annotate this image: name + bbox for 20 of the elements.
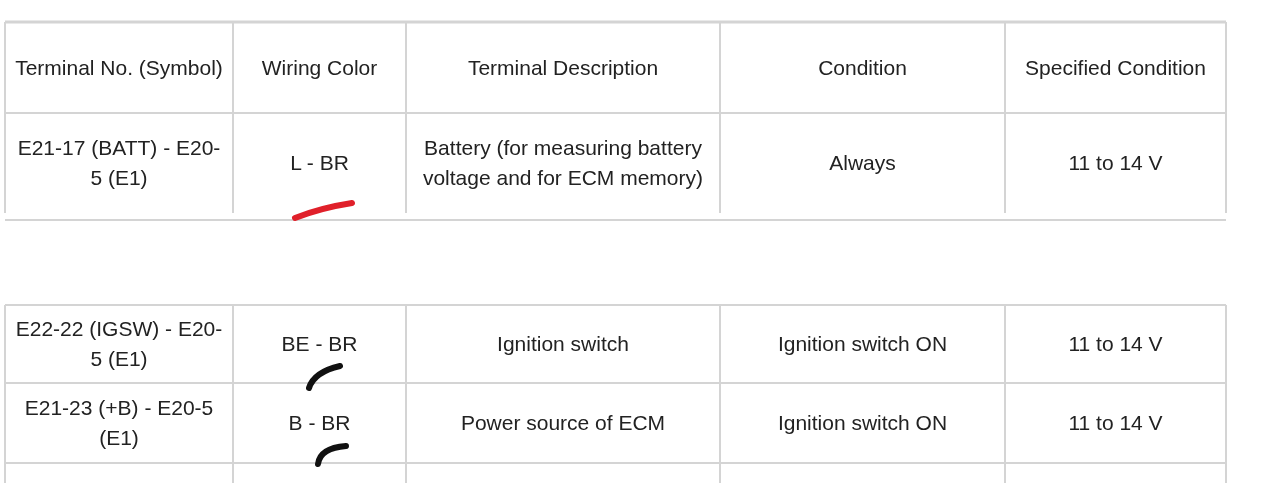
wiring-color: L - BR (290, 150, 349, 176)
wiring-color: B - BR (288, 410, 351, 436)
column-header: Condition (818, 54, 907, 81)
terminal-number: E21-23 (+B) - E20-5 (E1) (23, 395, 215, 451)
condition: Ignition switch ON (777, 331, 948, 357)
column-header: Terminal No. (Symbol) (15, 54, 223, 81)
wiring-color: BE - BR (281, 331, 358, 357)
specified-condition: 11 to 14 V (1068, 410, 1163, 436)
condition: Always (829, 150, 896, 176)
column-header: Specified Condition (1025, 54, 1206, 81)
specified-condition: 11 to 14 V (1068, 150, 1163, 176)
terminal-description: Ignition switch (497, 331, 629, 357)
terminal-description: Battery (for measuring battery voltage and for ECM memory) (421, 135, 705, 191)
specified-condition: 11 to 14 V (1068, 331, 1163, 357)
terminal-number: E21-17 (BATT) - E20-5 (E1) (16, 135, 222, 191)
column-header: Wiring Color (261, 54, 378, 81)
terminal-number: E22-22 (IGSW) - E20-5 (E1) (14, 316, 224, 372)
condition: Ignition switch ON (777, 410, 948, 436)
terminal-description: Power source of ECM (460, 410, 666, 436)
column-header: Terminal Description (467, 54, 659, 81)
